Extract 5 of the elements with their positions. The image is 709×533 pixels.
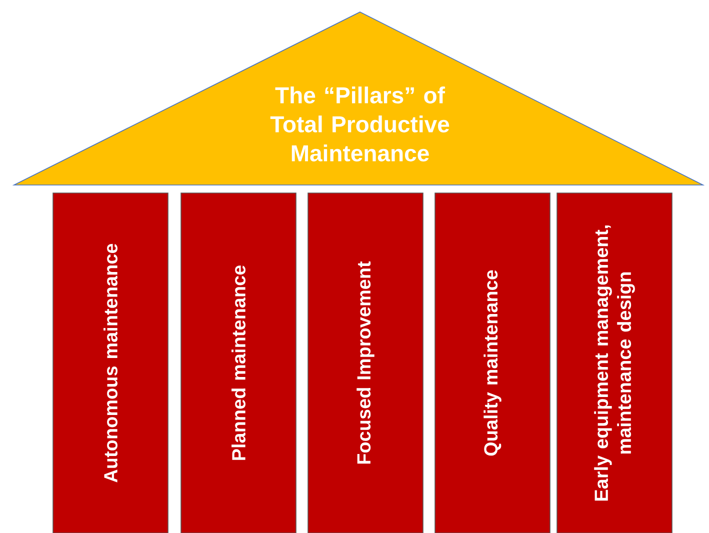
pillar-box: Autonomous maintenance: [52, 192, 168, 533]
pillar-box: Planned maintenance: [180, 192, 296, 533]
pillar-box: Early equipment management, maintenance design: [556, 192, 672, 533]
pillar-box: Focused Improvement: [308, 192, 424, 533]
pillar-box: Quality maintenance: [434, 192, 550, 533]
